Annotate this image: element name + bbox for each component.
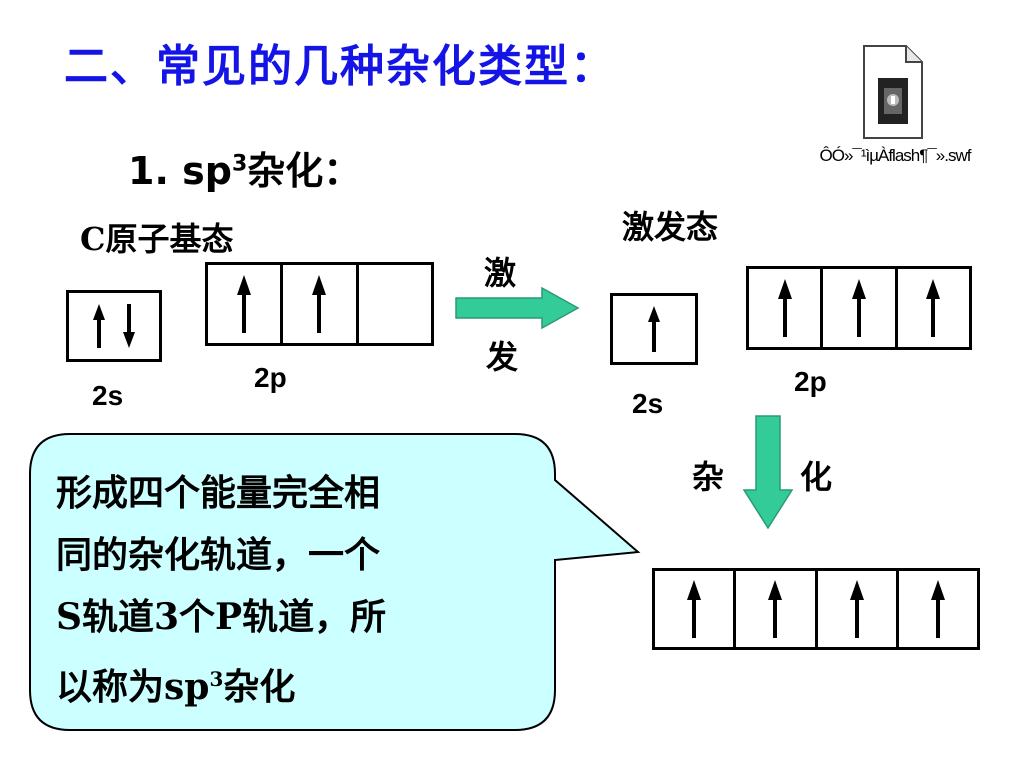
sp3-cell-4 bbox=[895, 571, 977, 647]
callout-line-4-suffix: 杂化 bbox=[223, 666, 296, 708]
sp3-cell-1 bbox=[655, 571, 733, 647]
spin-up-arrow-icon bbox=[926, 279, 941, 337]
spin-up-arrow-icon bbox=[312, 275, 327, 333]
spin-up-arrow-icon bbox=[849, 580, 864, 638]
ground-2s-label: 2s bbox=[92, 380, 124, 411]
spin-up-arrow-icon bbox=[777, 279, 792, 337]
speech-bubble-shape bbox=[29, 433, 641, 731]
spin-up-arrow-icon bbox=[930, 580, 945, 638]
spin-down-arrow-icon bbox=[123, 304, 135, 348]
callout-line-2: 同的杂化轨道，一个 bbox=[56, 534, 381, 576]
spin-up-arrow-icon bbox=[93, 304, 105, 348]
ground-2p-orbitals bbox=[205, 262, 434, 346]
excited-2p-orbitals bbox=[746, 266, 972, 350]
callout-line-4: 以称为sp3杂化 bbox=[56, 648, 526, 718]
spin-up-arrow-icon bbox=[237, 275, 252, 333]
section-heading: 1. sp3杂化： bbox=[128, 140, 361, 195]
hybrid-arrow-shape bbox=[742, 415, 794, 530]
excite-arrow-top-label: 激 bbox=[484, 254, 517, 292]
excited-2p-cell-1 bbox=[749, 269, 820, 347]
excited-2s-orbital bbox=[610, 293, 698, 365]
callout-line-3: S轨道3个P轨道，所 bbox=[56, 596, 387, 638]
hybrid-arrow-right-label: 化 bbox=[800, 458, 833, 496]
hybrid-arrow-left-label: 杂 bbox=[692, 458, 725, 496]
page-title: 二、常见的几种杂化类型： bbox=[64, 41, 616, 92]
spin-up-arrow-icon bbox=[768, 580, 783, 638]
sp3-hybrid-orbitals bbox=[652, 568, 980, 650]
excited-state-label: 激发态 bbox=[622, 208, 719, 246]
callout-text: 形成四个能量完全相 同的杂化轨道，一个 S轨道3个P轨道，所 以称为sp3杂化 bbox=[56, 462, 526, 718]
excite-arrow-bottom-label: 发 bbox=[486, 338, 519, 376]
spin-up-arrow-icon bbox=[648, 306, 660, 352]
excited-2s-cell bbox=[613, 296, 695, 362]
document-icon bbox=[863, 45, 923, 139]
sp3-cell-2 bbox=[733, 571, 814, 647]
subtitle-prefix: 1. sp bbox=[128, 149, 232, 193]
subtitle-superscript: 3 bbox=[231, 151, 248, 177]
ground-2p-cell-2 bbox=[280, 265, 355, 343]
ground-2p-cell-3 bbox=[355, 265, 431, 343]
callout-line-4-prefix: 以称为sp bbox=[56, 666, 210, 708]
ground-2p-cell-1 bbox=[208, 265, 280, 343]
excite-arrow-shape bbox=[455, 286, 580, 330]
excited-2p-label: 2p bbox=[794, 366, 827, 397]
ground-2s-orbital bbox=[66, 290, 162, 362]
spin-up-arrow-icon bbox=[851, 279, 866, 337]
ground-2s-cell bbox=[69, 293, 159, 359]
excite-arrow-icon bbox=[455, 286, 580, 330]
excited-2p-cell-2 bbox=[820, 269, 894, 347]
excited-2p-cell-3 bbox=[894, 269, 969, 347]
ground-state-label: C原子基态 bbox=[80, 220, 234, 258]
flash-file-label[interactable]: ÔÓ»¯¹ìµÀflash¶¯»­.swf bbox=[819, 146, 972, 165]
callout-line-1: 形成四个能量完全相 bbox=[56, 472, 381, 514]
excited-2s-label: 2s bbox=[632, 388, 664, 419]
spin-up-arrow-icon bbox=[687, 580, 702, 638]
callout-line-4-sup: 3 bbox=[209, 667, 224, 691]
sp3-cell-3 bbox=[814, 571, 896, 647]
flash-file-icon[interactable] bbox=[858, 42, 928, 142]
ground-2p-label: 2p bbox=[254, 362, 287, 393]
subtitle-suffix: 杂化： bbox=[247, 148, 362, 193]
hybrid-arrow-icon bbox=[742, 415, 794, 530]
